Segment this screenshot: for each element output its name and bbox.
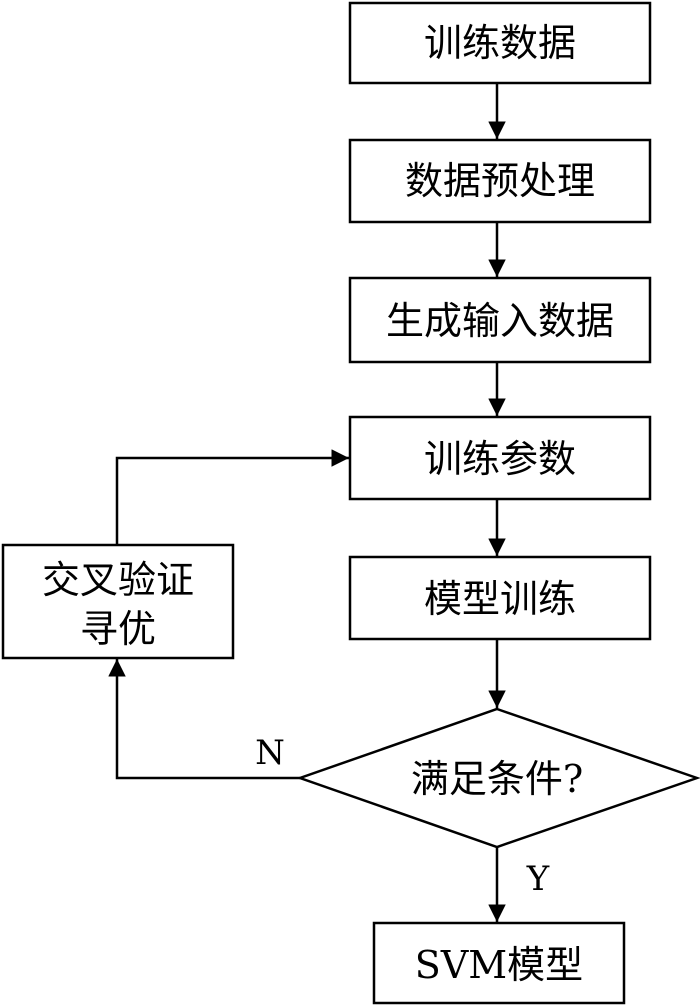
edge-label-yes: Y (526, 859, 550, 899)
node-preprocess-label: 数据预处理 (405, 159, 595, 203)
node-train-params-label: 训练参数 (424, 437, 576, 481)
node-cross-validation-line2: 寻优 (80, 607, 156, 651)
node-svm-model-label: SVM模型 (415, 943, 583, 987)
node-condition: 满足条件? (296, 707, 700, 849)
node-generate-input-label: 生成输入数据 (386, 299, 614, 343)
node-train-params: 训练参数 (348, 415, 652, 501)
node-training-data: 训练数据 (348, 1, 652, 85)
node-generate-input: 生成输入数据 (348, 276, 652, 364)
node-model-train: 模型训练 (348, 555, 652, 641)
node-model-train-label: 模型训练 (424, 577, 576, 621)
node-cross-validation: 交叉验证 寻优 (1, 543, 235, 660)
arrow-cv-to-params (115, 449, 349, 545)
node-cross-validation-line1: 交叉验证 (42, 558, 194, 602)
node-svm-model: SVM模型 (372, 921, 626, 1005)
node-preprocess: 数据预处理 (348, 138, 652, 224)
node-training-data-label: 训练数据 (424, 21, 576, 65)
arrow-condition-no (108, 659, 300, 780)
node-condition-label: 满足条件? (411, 757, 583, 801)
edge-label-no: N (255, 733, 285, 773)
